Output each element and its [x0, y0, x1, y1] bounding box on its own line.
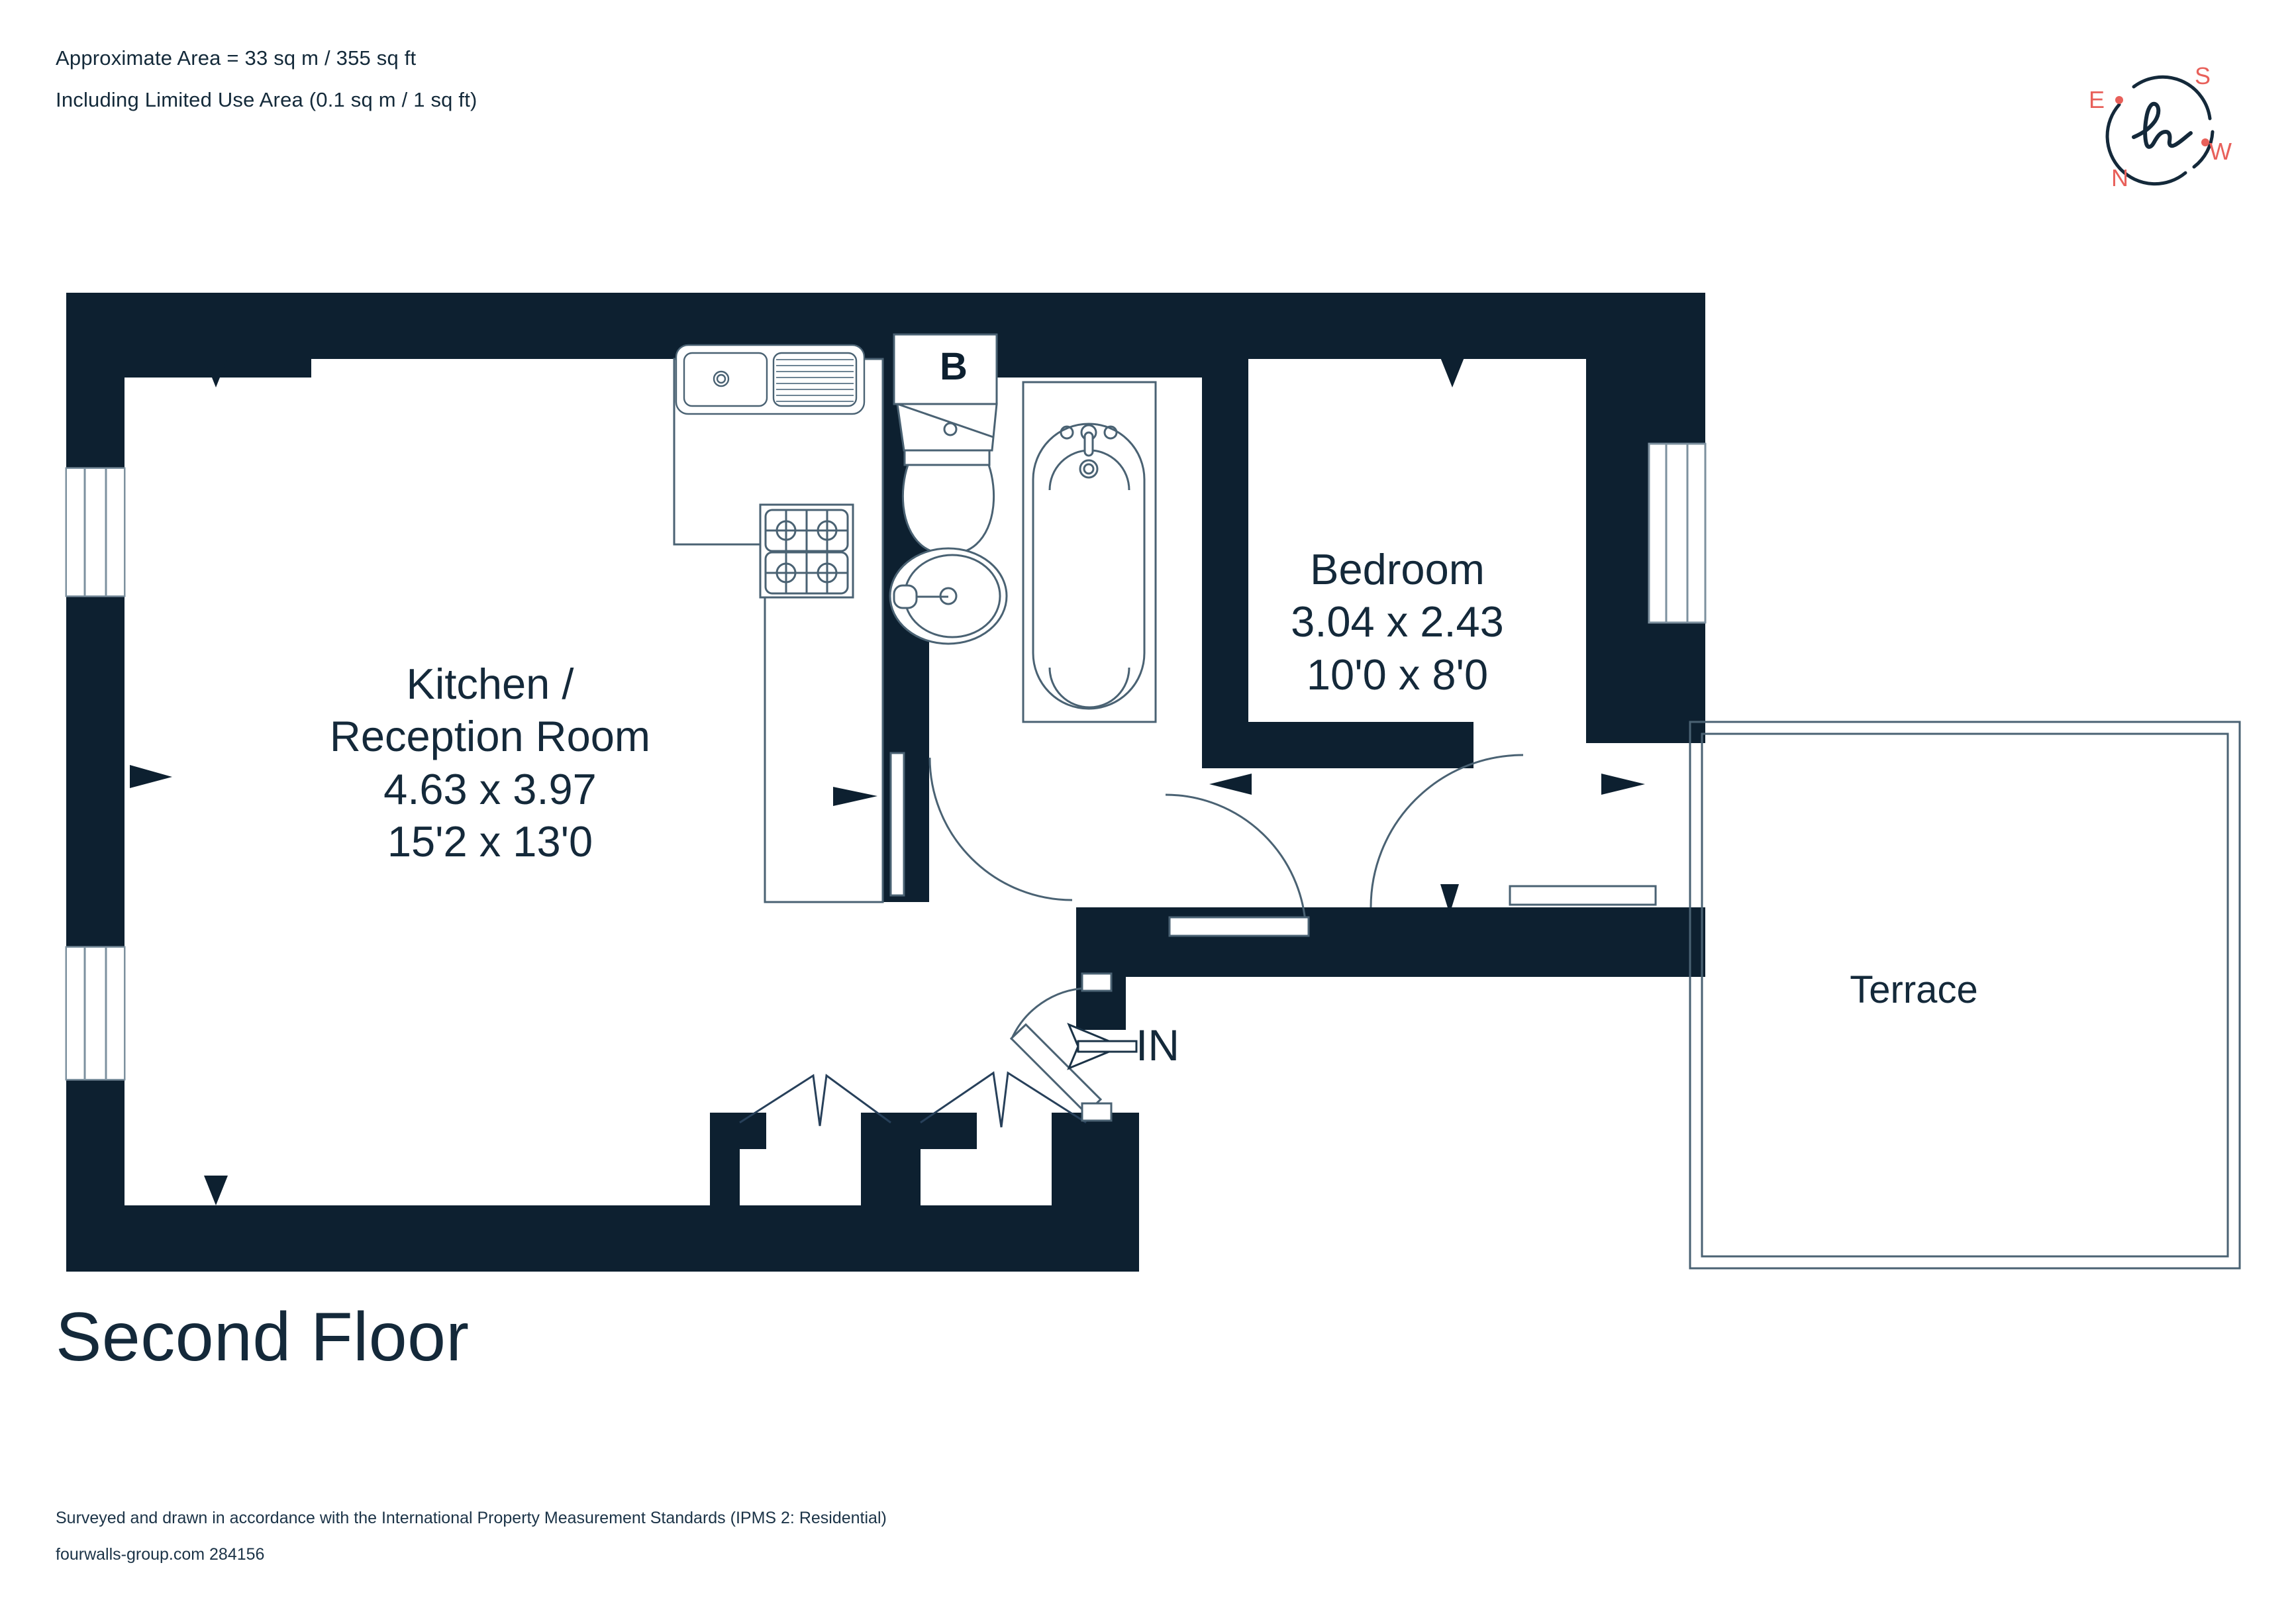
bedroom-door: [1370, 754, 1657, 908]
compass-label-north: N: [2111, 164, 2128, 191]
terrace-label: Terrace: [1850, 968, 1978, 1011]
entry-in-label: IN: [1136, 1021, 1179, 1070]
dim-marker-bedroom-right: [1601, 774, 1645, 795]
approximate-area-text: Approximate Area = 33 sq m / 355 sq ft: [56, 46, 417, 70]
kitchen-dim-metric: 4.63 x 3.97: [383, 764, 597, 813]
limited-use-area-text: Including Limited Use Area (0.1 sq m / 1…: [56, 88, 477, 111]
window-bedroom-right: [1648, 442, 1707, 624]
area-summary: Approximate Area = 33 sq m / 355 sq ft I…: [56, 48, 1248, 131]
dim-marker-top-right: [1440, 358, 1464, 387]
bedroom-dim-imperial: 10'0 x 8'0: [1306, 650, 1489, 699]
source-reference-text: fourwalls-group.com 284156: [56, 1545, 265, 1564]
ipms-standards-text: Surveyed and drawn in accordance with th…: [56, 1509, 887, 1527]
dim-marker-bedroom-left: [1209, 774, 1252, 795]
dim-marker-left: [130, 765, 172, 788]
kitchen-hob-icon: [759, 503, 854, 599]
kitchen-dim-imperial: 15'2 x 13'0: [387, 817, 593, 866]
bedroom-label: Bedroom: [1310, 545, 1485, 593]
wash-basin-icon: [889, 547, 1008, 645]
wall-recesses: [66, 468, 125, 1080]
compass-label-south: S: [2195, 62, 2211, 89]
dim-marker-bottom-left: [204, 1176, 228, 1205]
room-label-terrace: Terrace: [1616, 967, 2212, 1014]
dim-marker-hall: [1440, 884, 1459, 914]
compass-label-east: E: [2089, 86, 2105, 113]
compass-label-west: W: [2209, 138, 2232, 165]
kitchen-sink-detail: [675, 344, 866, 415]
dimension-markers: [130, 358, 1645, 1205]
walls: [66, 293, 1705, 1272]
room-label-kitchen-reception: Kitchen / Reception Room 4.63 x 3.97 15'…: [119, 658, 861, 868]
kitchen-label-line2: Reception Room: [329, 712, 651, 761]
boiler-box: [893, 333, 998, 405]
bedroom-dim-metric: 3.04 x 2.43: [1291, 597, 1504, 646]
monogram-h-icon: [2132, 101, 2193, 149]
toilet-icon: [896, 403, 998, 556]
compass-rose: E S N W: [2086, 63, 2238, 205]
bathtub-icon: [1022, 381, 1157, 723]
footer-notes: Surveyed and drawn in accordance with th…: [56, 1509, 1513, 1582]
compass-dot-west: [2201, 138, 2209, 146]
drainer-grooves: [776, 359, 854, 402]
alcove-slope-lines: [739, 1071, 1087, 1128]
kitchen-counter: [673, 358, 884, 903]
dim-marker-counter: [833, 787, 877, 806]
entrance-door: [1009, 972, 1113, 1122]
kitchen-label-line1: Kitchen /: [406, 660, 574, 708]
bathroom-door: [889, 752, 1073, 901]
entry-arrow-icon: [1067, 1023, 1138, 1070]
dim-marker-top-left: [204, 358, 228, 387]
bathroom-b-label: B: [940, 345, 968, 388]
hall-door-left: [1165, 793, 1310, 937]
room-label-bedroom: Bedroom 3.04 x 2.43 10'0 x 8'0: [1126, 543, 1669, 701]
compass-dot-east: [2115, 96, 2123, 104]
floor-title: Second Floor: [56, 1299, 470, 1376]
terrace-outline: [1689, 721, 2241, 1270]
